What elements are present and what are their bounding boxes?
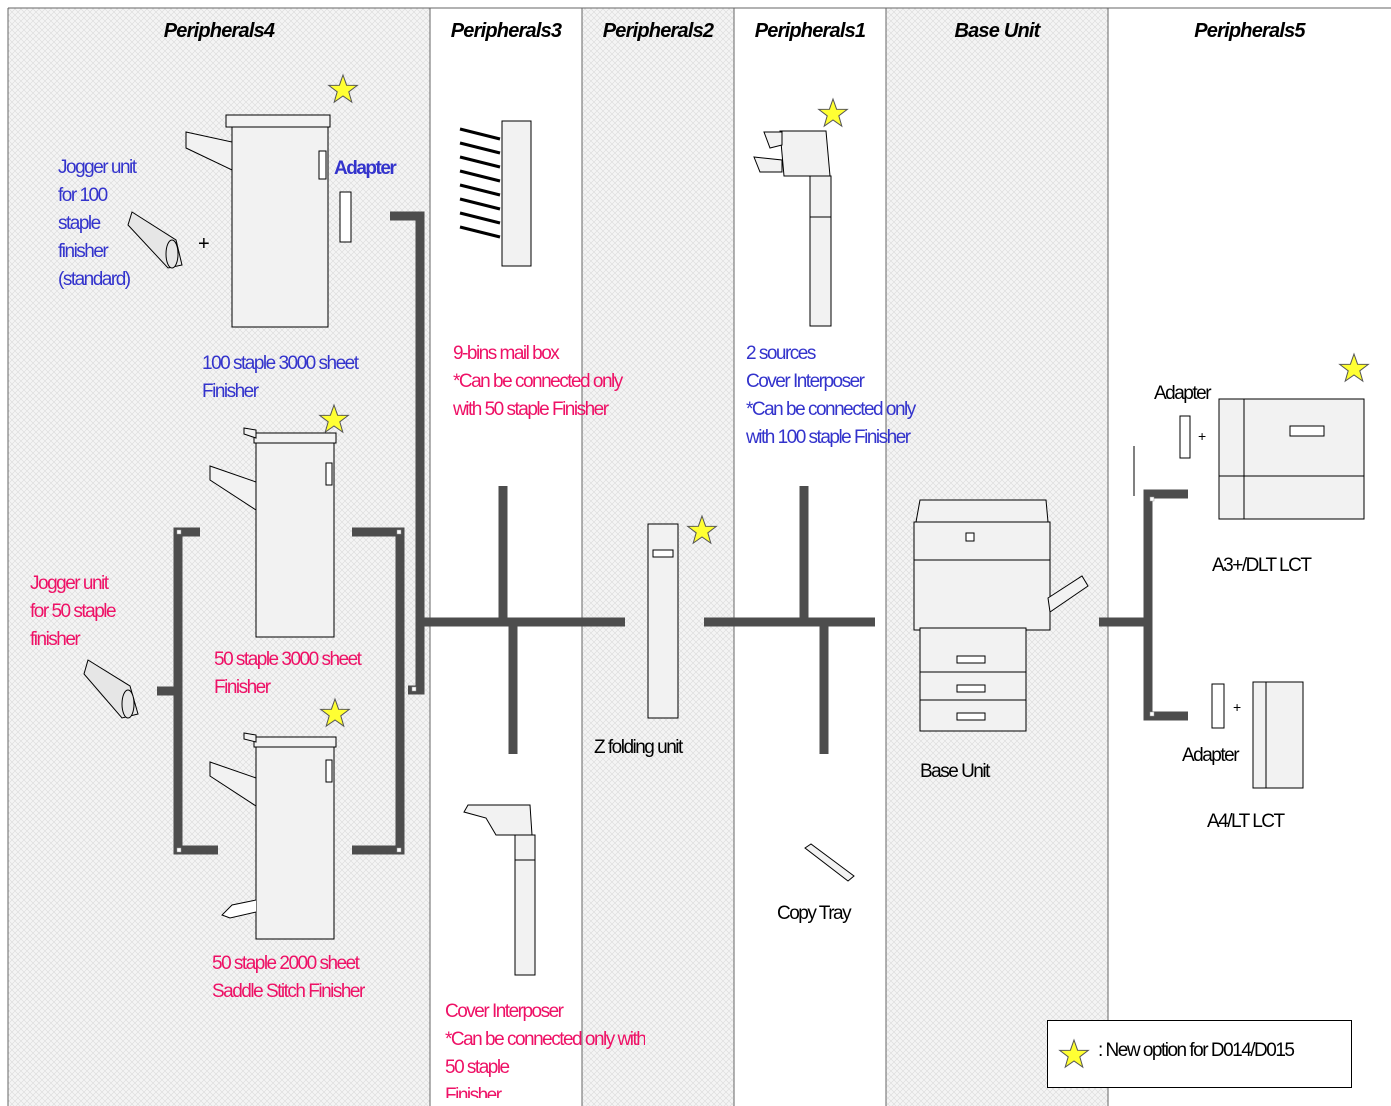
saddle-finisher-label: 50 staple 2000 sheet Saddle Stitch Finis…: [212, 953, 365, 1002]
cover-interposer-2-drawing: [753, 130, 832, 327]
copy-tray-label: Copy Tray: [777, 903, 852, 924]
finisher-100-label: 100 staple 3000 sheet Finisher: [202, 353, 359, 402]
column-title-base: Base Unit: [954, 20, 1040, 42]
copy-tray-drawing: [804, 843, 855, 882]
column-title-p5: Peripherals5: [1194, 20, 1305, 42]
column-title-p1: Peripherals1: [754, 20, 866, 42]
connector-joints: [176, 496, 1155, 853]
jogger-100-drawing: [127, 211, 183, 269]
adapter-label: Adapter: [334, 158, 397, 179]
column-title-p2: Peripherals2: [602, 20, 714, 42]
plus-sign: +: [198, 233, 210, 255]
column-bg-p4: [8, 8, 430, 1106]
connector-lines: [157, 211, 1188, 855]
adapter-p5b-label: Adapter: [1182, 745, 1240, 766]
finisher-50-label: 50 staple 3000 sheet Finisher: [214, 649, 362, 698]
column-bg-p5: [1108, 8, 1391, 1106]
plus-sign: +: [1198, 428, 1206, 444]
lct-a4-drawing: [1211, 681, 1304, 789]
jogger-50-label: Jogger unit for 50 staple finisher: [30, 573, 117, 650]
legend-text: : New option for D014/D015: [1098, 1040, 1295, 1061]
base-unit-label: Base Unit: [920, 761, 990, 782]
mailbox-label: 9-bins mail box *Can be connected only w…: [453, 343, 623, 420]
cover-interposer-label: Cover Interposer *Can be connected only …: [445, 1001, 646, 1098]
column-title-p4: Peripherals4: [163, 20, 275, 42]
finisher-saddle-drawing: [209, 732, 337, 940]
lct-a4-label: A4/LT LCT: [1207, 811, 1285, 832]
jogger-100-label: Jogger unit for 100 staple finisher (sta…: [58, 157, 137, 290]
star-icon: [1058, 1038, 1090, 1069]
z-folding-drawing: [647, 523, 679, 719]
base-unit-drawing: [913, 499, 1089, 732]
adapter-p5a-label: Adapter: [1154, 383, 1212, 404]
lct-a3-drawing: [1133, 398, 1365, 520]
finisher-50-drawing: [209, 427, 337, 638]
cover-interposer-2-label: 2 sources Cover Interposer *Can be conne…: [746, 343, 916, 448]
mailbox-drawing: [459, 120, 532, 267]
z-folding-label: Z folding unit: [594, 737, 683, 758]
jogger-50-drawing: [83, 659, 139, 719]
column-title-p3: Peripherals3: [450, 20, 562, 42]
finisher-100-drawing: [185, 114, 352, 328]
cover-interposer-drawing: [463, 804, 536, 976]
column-dividers: [7, 7, 1391, 1106]
plus-sign: +: [1233, 699, 1241, 715]
legend-box: : New option for D014/D015: [1047, 1020, 1352, 1088]
lct-a3-label: A3+/DLT LCT: [1212, 555, 1312, 576]
